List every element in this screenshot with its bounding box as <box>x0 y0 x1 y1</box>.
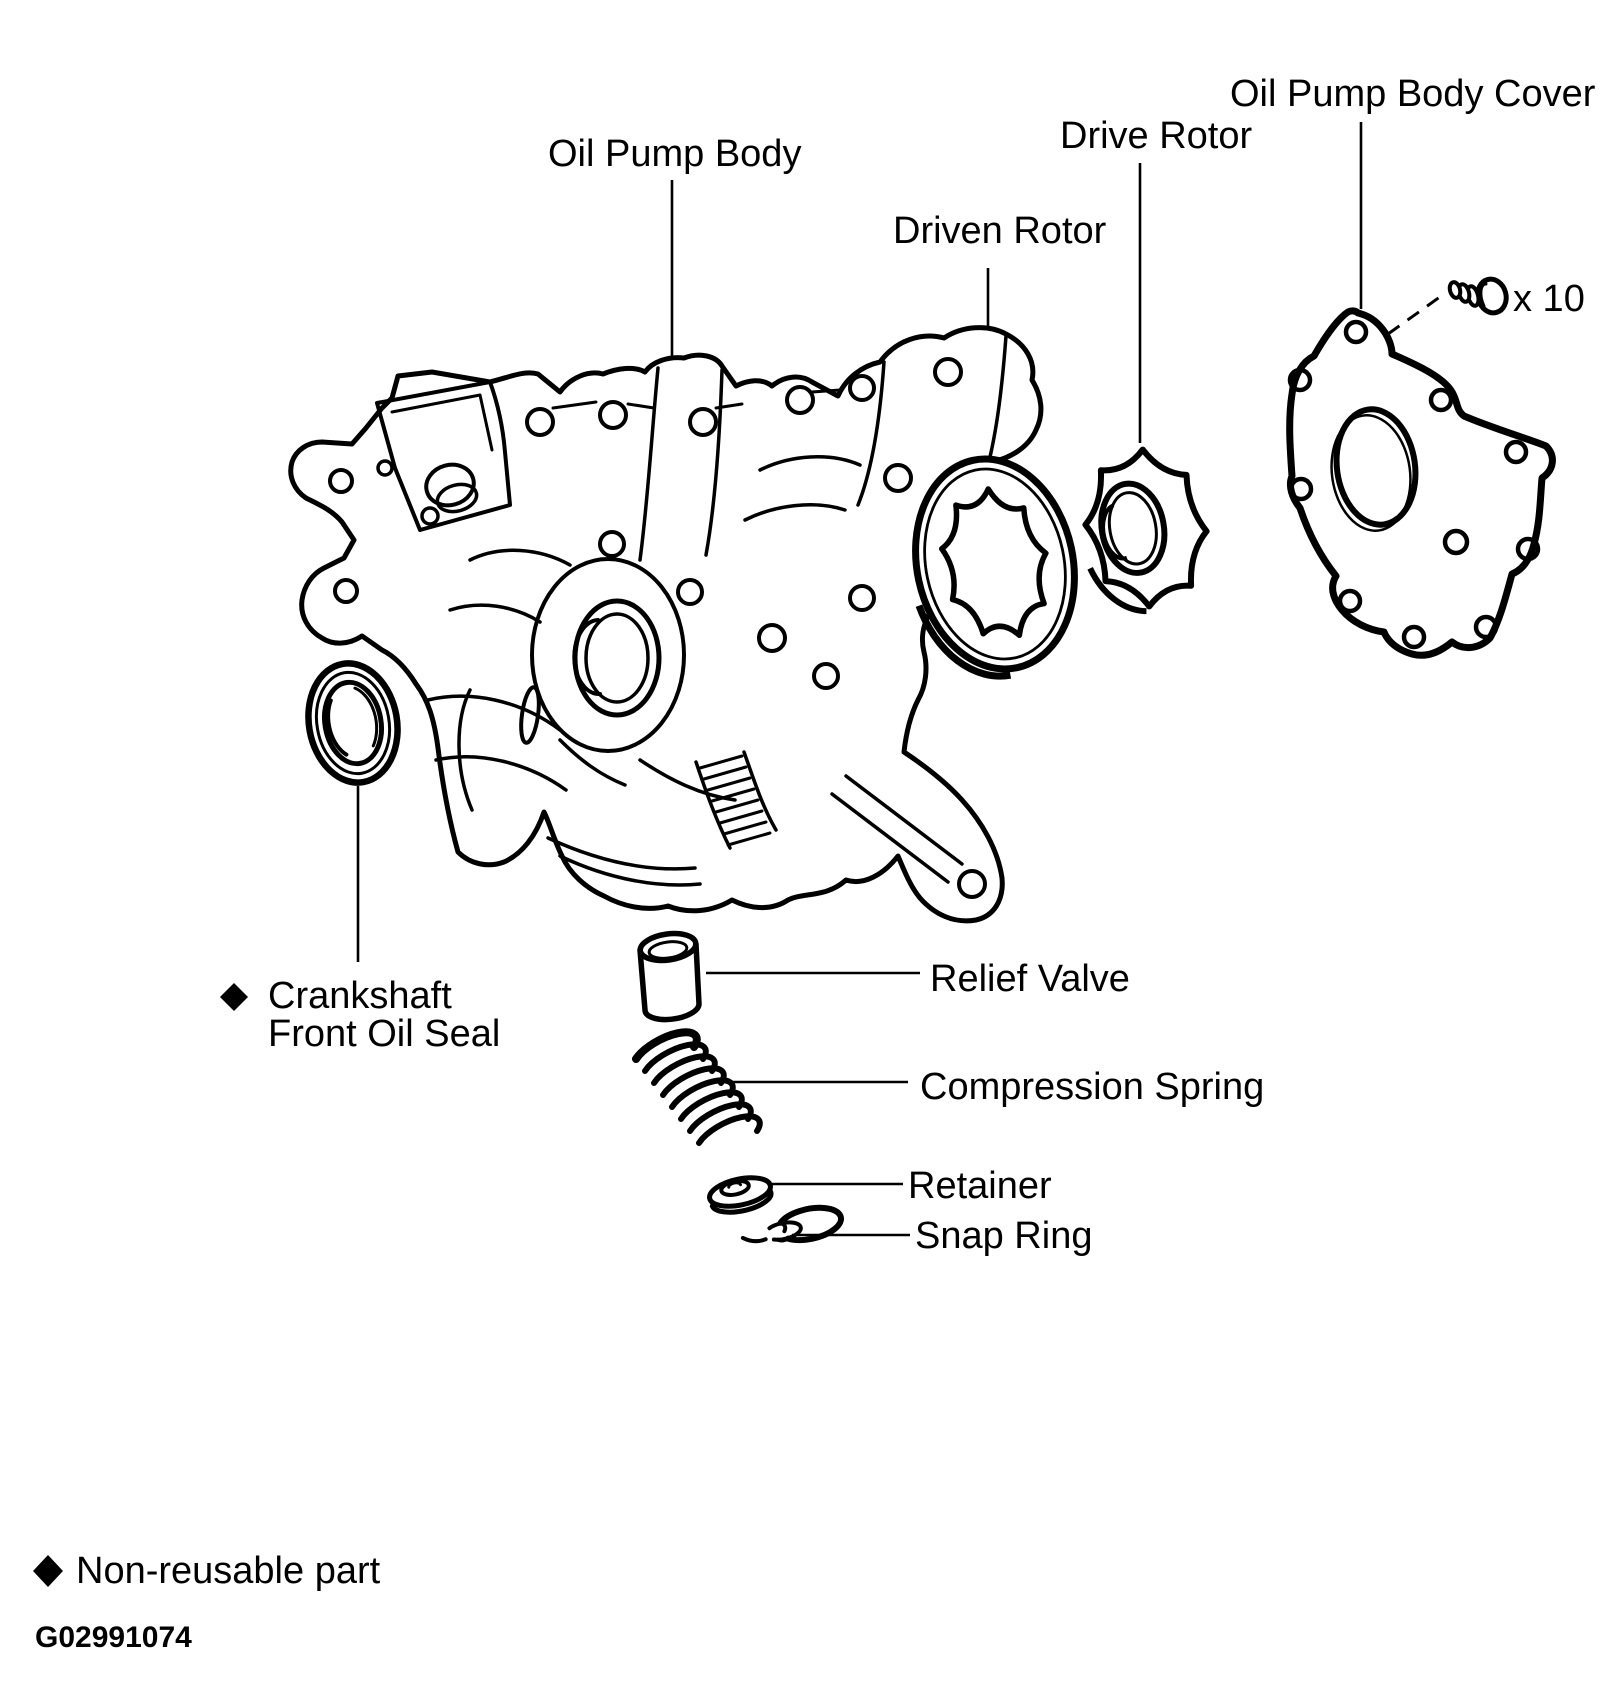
bolt-drawing <box>1447 276 1509 316</box>
label-snap-ring: Snap Ring <box>915 1215 1092 1257</box>
label-relief-valve: Relief Valve <box>930 958 1130 1000</box>
label-driven-rotor: Driven Rotor <box>893 210 1107 252</box>
leader-bolt-dashed <box>1387 292 1445 336</box>
snap-ring-drawing <box>740 1204 844 1244</box>
label-oil-pump-body-cover: Oil Pump Body Cover <box>1230 73 1596 115</box>
diamond-icon <box>33 1555 63 1587</box>
legend-text: Non-reusable part <box>76 1550 381 1592</box>
oil-pump-body-cover-drawing <box>1286 307 1556 659</box>
retainer-drawing <box>707 1175 774 1215</box>
legend: Non-reusable part G02991074 <box>33 1550 381 1654</box>
label-crankshaft-line2: Front Oil Seal <box>268 1013 500 1055</box>
label-bolt-quantity: x 10 <box>1513 278 1585 320</box>
compression-spring-drawing <box>632 1028 763 1146</box>
label-compression-spring: Compression Spring <box>920 1066 1264 1108</box>
label-crankshaft-line1: Crankshaft <box>268 975 452 1017</box>
label-retainer: Retainer <box>908 1165 1052 1207</box>
leader-lines <box>356 122 1445 1237</box>
callout-labels: Oil Pump Body Driven Rotor Drive Rotor O… <box>220 73 1596 1257</box>
label-drive-rotor: Drive Rotor <box>1060 115 1252 157</box>
driven-rotor-drawing <box>912 455 1078 680</box>
figure-code: G02991074 <box>35 1621 192 1654</box>
crankshaft-front-oil-seal-drawing <box>305 660 401 786</box>
oil-pump-body-drawing <box>288 325 1044 924</box>
diamond-icon <box>220 983 248 1011</box>
relief-valve-drawing <box>637 930 702 1023</box>
drive-rotor-drawing <box>1082 446 1210 615</box>
label-oil-pump-body: Oil Pump Body <box>548 133 801 175</box>
